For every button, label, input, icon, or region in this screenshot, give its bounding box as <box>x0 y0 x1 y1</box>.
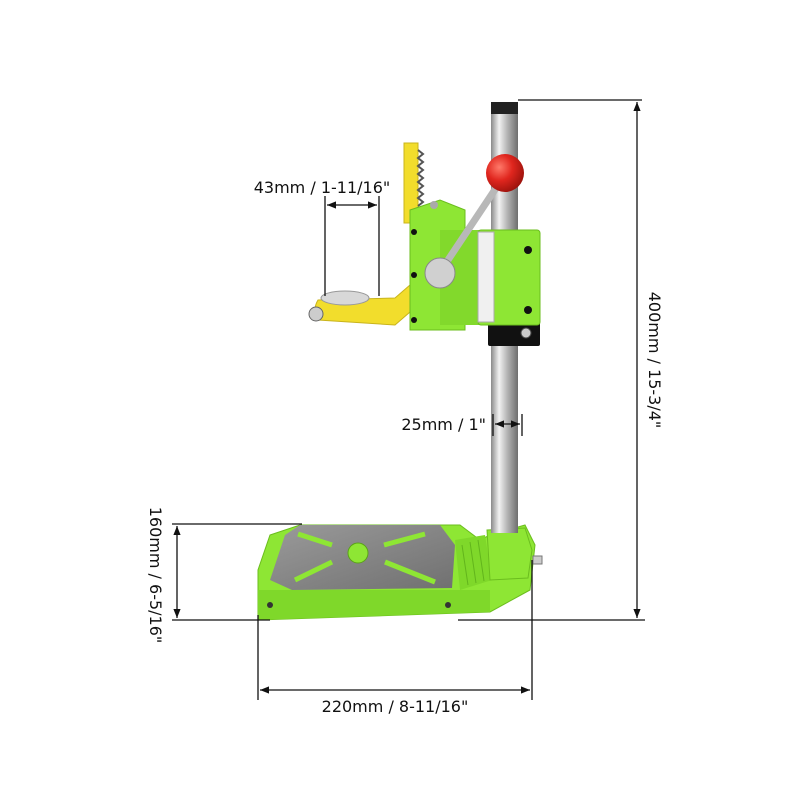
base-width-label: 220mm / 8-11/16" <box>322 697 469 716</box>
column-collar <box>488 320 540 346</box>
base <box>257 524 543 621</box>
base-depth-label: 160mm / 6-5/16" <box>146 507 165 644</box>
base-lock-screw <box>532 555 543 565</box>
column-cap <box>491 102 518 114</box>
feed-handle <box>424 154 524 289</box>
drill-clamp <box>308 142 425 326</box>
total-height-label: 400mm / 15-3/4" <box>645 292 664 429</box>
dimension-lines <box>172 99 645 700</box>
depth-scale <box>477 231 495 323</box>
column-diameter-label: 25mm / 1" <box>401 415 486 434</box>
handle-knob <box>486 154 524 192</box>
clamp-diameter-label: 43mm / 1-11/16" <box>254 178 391 197</box>
clamp-bolt <box>308 306 324 322</box>
